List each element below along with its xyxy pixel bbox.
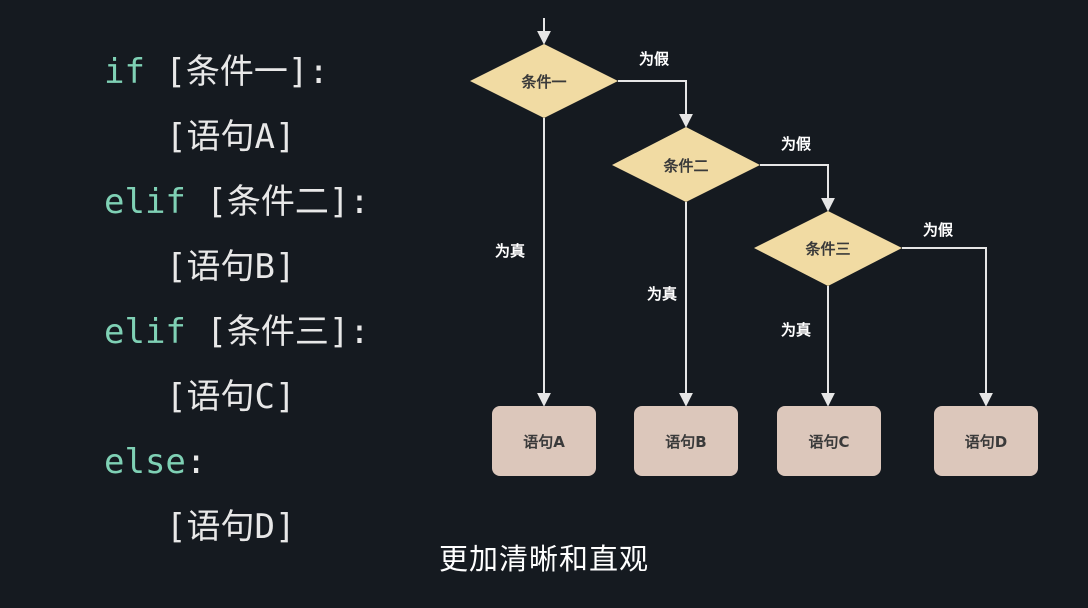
condition-node-1: 条件一 (470, 44, 618, 118)
condition-label: 条件二 (662, 157, 708, 175)
code-text: [条件一]: (144, 52, 329, 92)
code-line-if: if [条件一]: (104, 40, 370, 105)
statement-node-b: 语句B (634, 406, 738, 476)
false-label-1: 为假 (639, 50, 670, 68)
false-label-2: 为假 (781, 135, 812, 153)
code-text: [条件二]: (185, 182, 370, 222)
false-label-3: 为假 (923, 221, 954, 239)
statement-label: 语句B (665, 433, 706, 451)
code-line-statement-d: [语句D] (104, 495, 370, 560)
diamond-shape (612, 127, 760, 202)
box-shape (934, 406, 1038, 476)
statement-node-d: 语句D (934, 406, 1038, 476)
edge-false-3 (902, 247, 993, 407)
condition-label: 条件三 (804, 240, 850, 258)
code-line-statement-c: [语句C] (104, 365, 370, 430)
code-text: [条件三]: (185, 312, 370, 352)
statement-label: 语句A (523, 433, 565, 451)
keyword: if (104, 52, 145, 92)
true-label-2: 为真 (647, 285, 677, 303)
condition-label: 条件一 (520, 73, 566, 91)
box-shape (777, 406, 881, 476)
condition-node-2: 条件二 (612, 127, 760, 202)
statement-node-c: 语句C (777, 406, 881, 476)
keyword: else (104, 442, 186, 482)
statement-label: 语句D (965, 433, 1007, 451)
edge-false-1 (618, 80, 693, 128)
code-text: [语句D] (166, 507, 296, 547)
subtitle-caption: 更加清晰和直观 (438, 542, 649, 576)
code-text: [语句C] (166, 377, 296, 417)
code-line-statement-a: [语句A] (104, 105, 370, 170)
box-shape (492, 406, 596, 476)
code-line-else: else: (104, 430, 370, 495)
code-block: if [条件一]: [语句A] elif [条件二]: [语句B] elif [… (104, 40, 370, 560)
keyword: elif (104, 182, 186, 222)
code-text: [语句A] (166, 117, 296, 157)
code-line-elif-1: elif [条件二]: (104, 170, 370, 235)
diamond-shape (754, 211, 902, 286)
box-shape (634, 406, 738, 476)
condition-node-3: 条件三 (754, 211, 902, 286)
statement-node-a: 语句A (492, 406, 596, 476)
diamond-shape (470, 44, 618, 118)
statement-label: 语句C (808, 433, 849, 451)
keyword: elif (104, 312, 186, 352)
code-line-statement-b: [语句B] (104, 235, 370, 300)
code-text: : (185, 442, 207, 482)
true-label-1: 为真 (495, 242, 525, 260)
code-line-elif-2: elif [条件三]: (104, 300, 370, 365)
code-text: [语句B] (166, 247, 296, 287)
true-label-3: 为真 (781, 321, 811, 339)
edge-false-2 (760, 164, 835, 212)
